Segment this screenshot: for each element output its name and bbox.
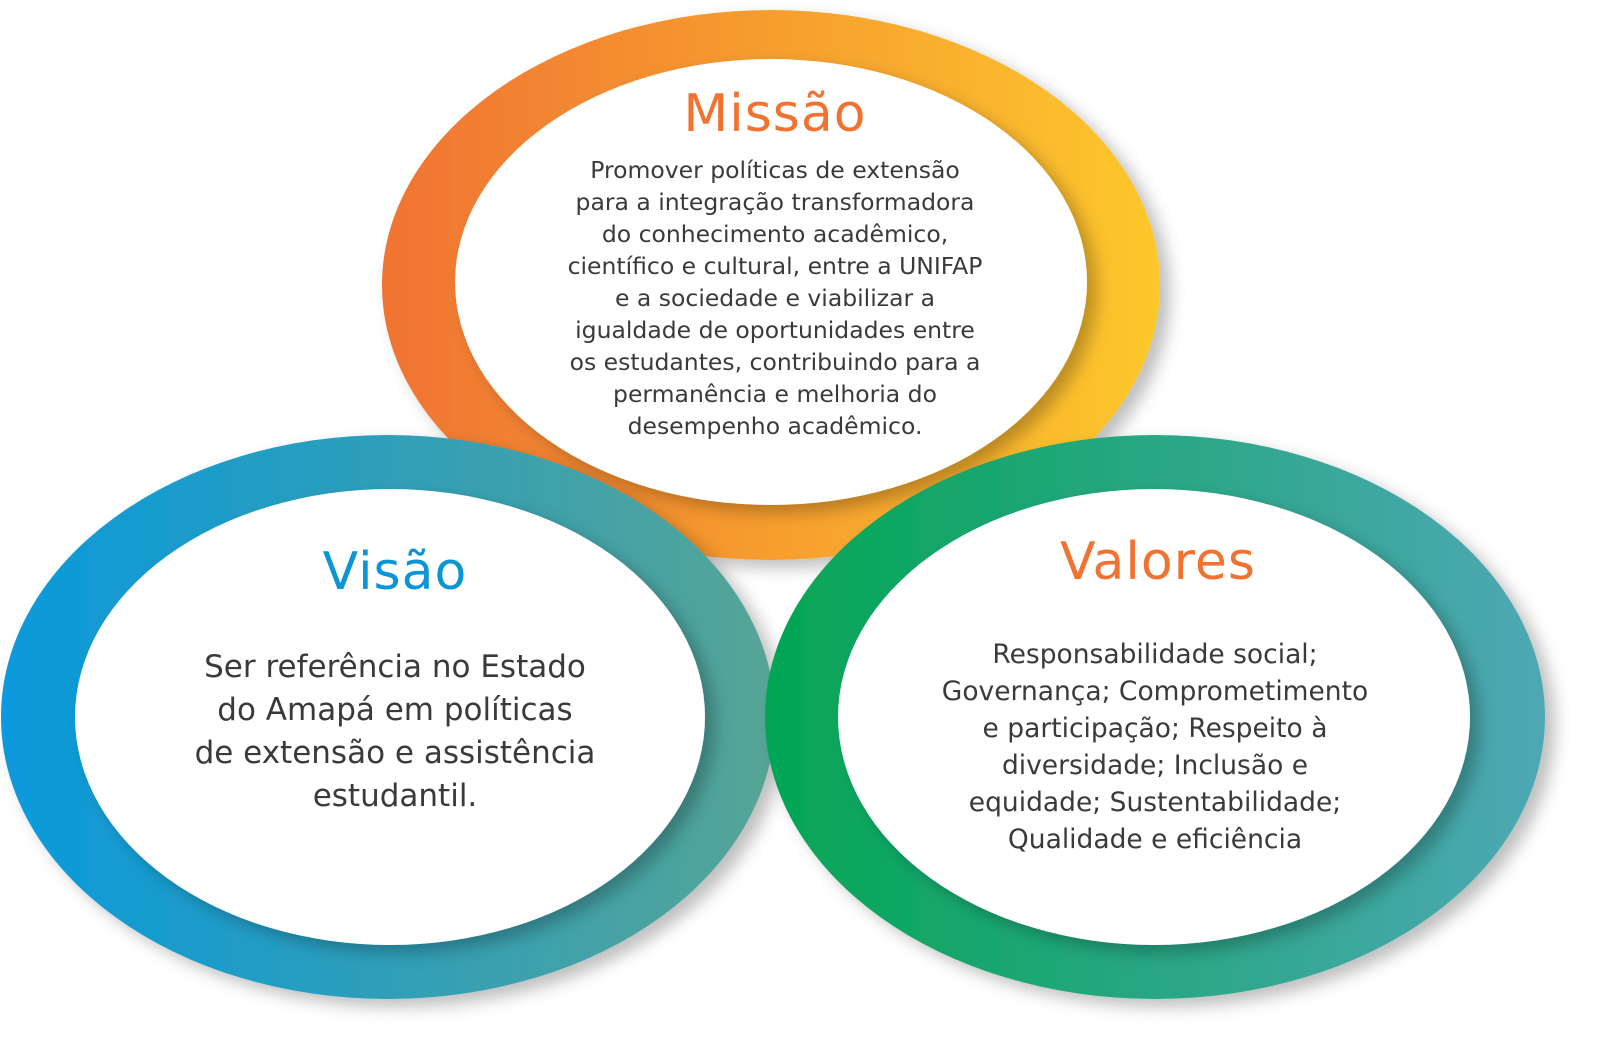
missao-title: Missão [683, 84, 867, 144]
visao-line: Ser referência no Estado [204, 649, 586, 685]
valores-line: equidade; Sustentabilidade; [968, 787, 1342, 818]
visao-line: do Amapá em políticas [217, 692, 573, 728]
missao-line: para a integração transformadora [575, 188, 975, 216]
missao-circle [382, 10, 1160, 560]
visao-title: Visão [322, 542, 468, 602]
missao-line: Promover políticas de extensão [590, 156, 960, 184]
missao-line: desempenho acadêmico. [627, 412, 923, 440]
visao-line: estudantil. [312, 778, 478, 814]
valores-line: Qualidade e eficiência [1007, 824, 1303, 855]
missao-line: e a sociedade e viabilizar a [614, 284, 936, 312]
missao-line: do conhecimento acadêmico, [601, 220, 949, 248]
missao-text: Promover políticas de extensão para a in… [455, 154, 1095, 442]
visao-text: Ser referência no Estado do Amapá em pol… [60, 646, 730, 818]
valores-line: e participação; Respeito à [982, 713, 1328, 744]
valores-circle [765, 435, 1545, 999]
valores-text: Responsabilidade social; Governança; Com… [830, 636, 1480, 858]
valores-line: Responsabilidade social; [992, 639, 1318, 670]
visao-line: de extensão e assistência [194, 735, 596, 771]
missao-line: os estudantes, contribuindo para a [569, 348, 981, 376]
missao-line: permanência e melhoria do [613, 380, 937, 408]
visao-circle [1, 435, 775, 999]
missao-line: igualdade de oportunidades entre [575, 316, 975, 344]
valores-title: Valores [1060, 532, 1256, 592]
valores-line: diversidade; Inclusão e [1001, 750, 1309, 781]
missao-line: científico e cultural, entre a UNIFAP [567, 252, 983, 280]
valores-line: Governança; Comprometimento [941, 676, 1369, 707]
